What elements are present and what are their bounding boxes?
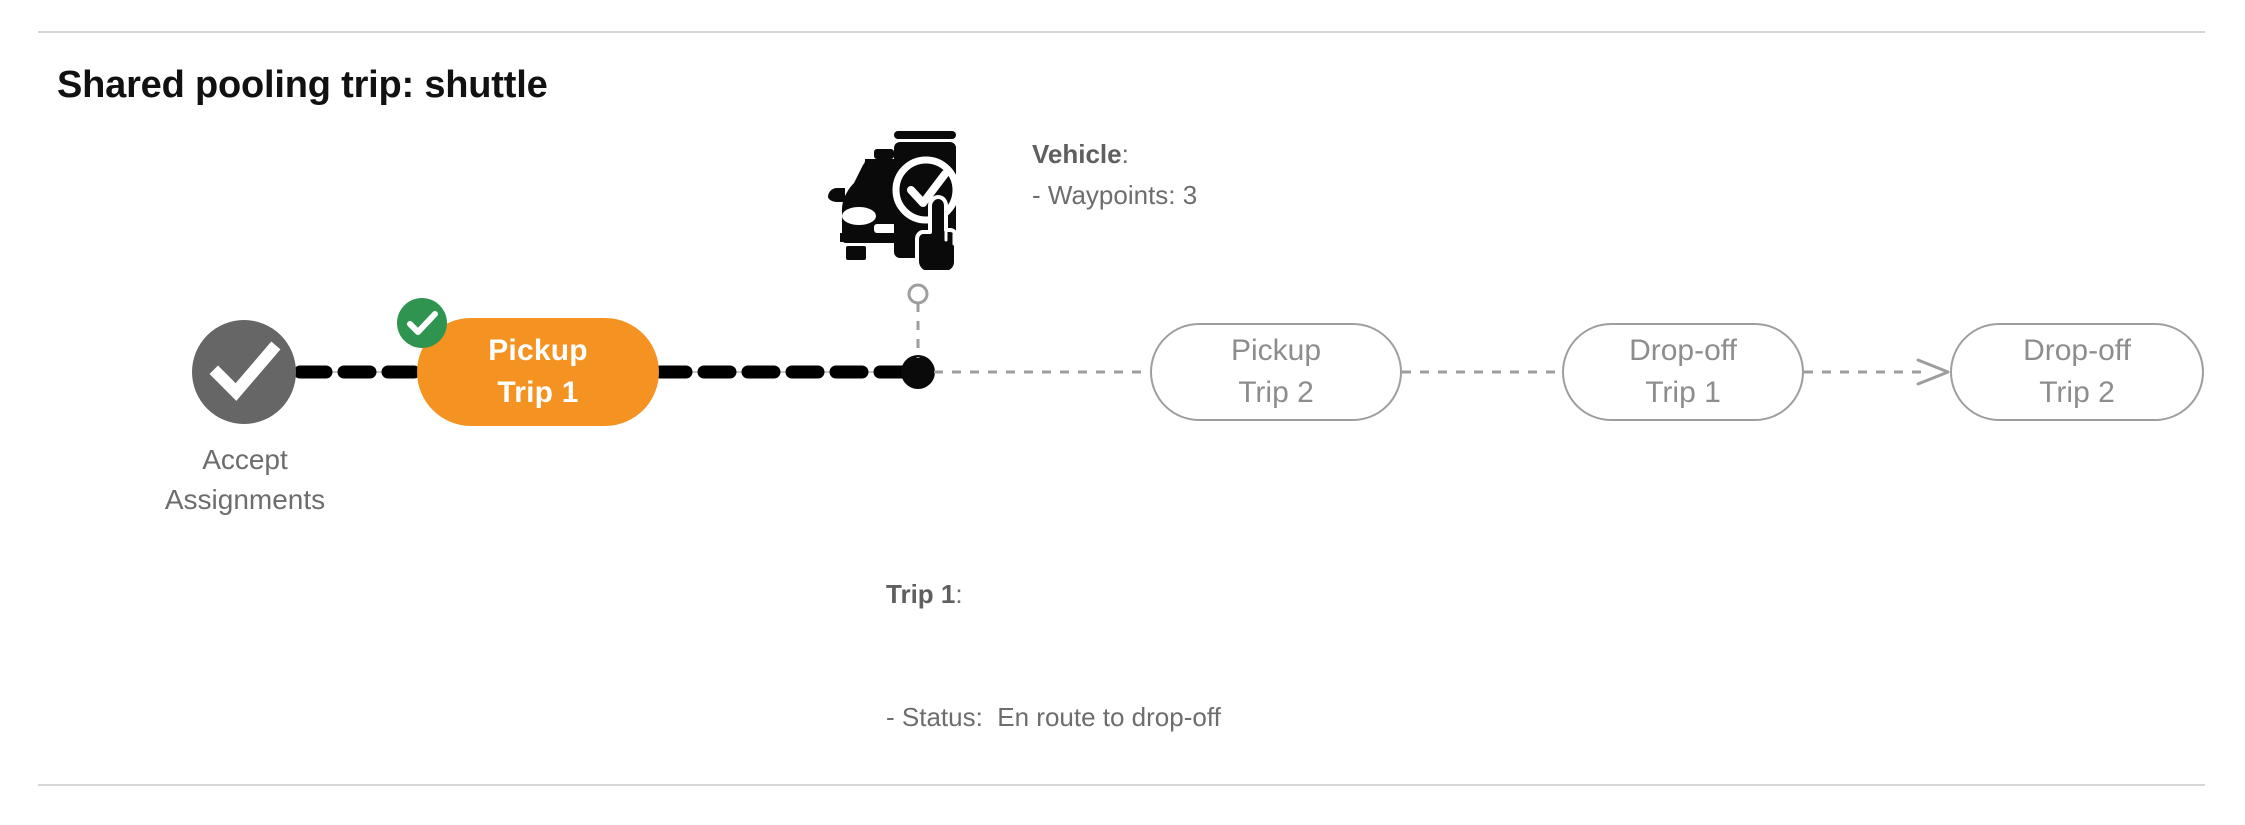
start-label-line-1: Accept xyxy=(202,444,288,475)
node-pickup-trip-2-line-2: Trip 2 xyxy=(1238,376,1314,409)
vehicle-heading-text: Vehicle xyxy=(1032,139,1122,169)
trip-1-heading-colon: : xyxy=(955,579,963,609)
vehicle-heading-colon: : xyxy=(1121,139,1129,169)
node-pickup-trip-1-line-2: Trip 1 xyxy=(497,376,579,409)
node-accept-assignments-disc xyxy=(192,320,296,424)
trip-1-heading: Trip 1: xyxy=(886,574,1221,615)
trip-1-status-line: - Status: En route to drop-off xyxy=(886,702,1221,732)
vehicle-waypoints-line: - Waypoints: 3 xyxy=(1032,180,1198,210)
vehicle-position-marker xyxy=(901,355,935,389)
node-pickup-trip-1-line-1: Pickup xyxy=(488,334,588,367)
check-badge-icon xyxy=(397,298,447,348)
page-title: Shared pooling trip: shuttle xyxy=(57,64,548,106)
node-pickup-trip-2[interactable]: Pickup Trip 2 xyxy=(1150,323,1402,421)
vehicle-info-block: Vehicle: - Waypoints: 3 xyxy=(1032,134,1197,216)
trip-1-waypoints-line: - Remaining waypoints: 2 xyxy=(886,820,1221,825)
node-drop-off-trip-1-line-2: Trip 1 xyxy=(1645,376,1721,409)
check-circle-icon xyxy=(209,341,281,401)
check-icon xyxy=(407,311,438,335)
car-phone-check-icon xyxy=(818,118,970,270)
divider-top xyxy=(38,31,2205,33)
node-pickup-trip-1[interactable]: Pickup Trip 1 xyxy=(417,318,659,426)
vehicle-leader-circle xyxy=(907,283,929,305)
node-accept-assignments[interactable] xyxy=(192,320,296,424)
node-drop-off-trip-2-line-1: Drop-off xyxy=(2023,334,2131,367)
node-drop-off-trip-2[interactable]: Drop-off Trip 2 xyxy=(1950,323,2204,421)
node-accept-assignments-label: Accept Assignments xyxy=(100,440,390,520)
divider-bottom xyxy=(38,784,2205,786)
node-drop-off-trip-1-line-1: Drop-off xyxy=(1629,334,1737,367)
trip-1-heading-text: Trip 1 xyxy=(886,579,956,609)
node-drop-off-trip-1[interactable]: Drop-off Trip 1 xyxy=(1562,323,1804,421)
node-drop-off-trip-2-line-2: Trip 2 xyxy=(2039,376,2115,409)
start-label-line-2: Assignments xyxy=(164,484,326,515)
node-pickup-trip-2-line-1: Pickup xyxy=(1230,334,1322,367)
vehicle-info-heading: Vehicle: xyxy=(1032,134,1197,175)
trips-info-block: Trip 1: - Status: En route to drop-off -… xyxy=(886,492,1221,825)
path-arrowhead-icon xyxy=(1916,358,1950,386)
